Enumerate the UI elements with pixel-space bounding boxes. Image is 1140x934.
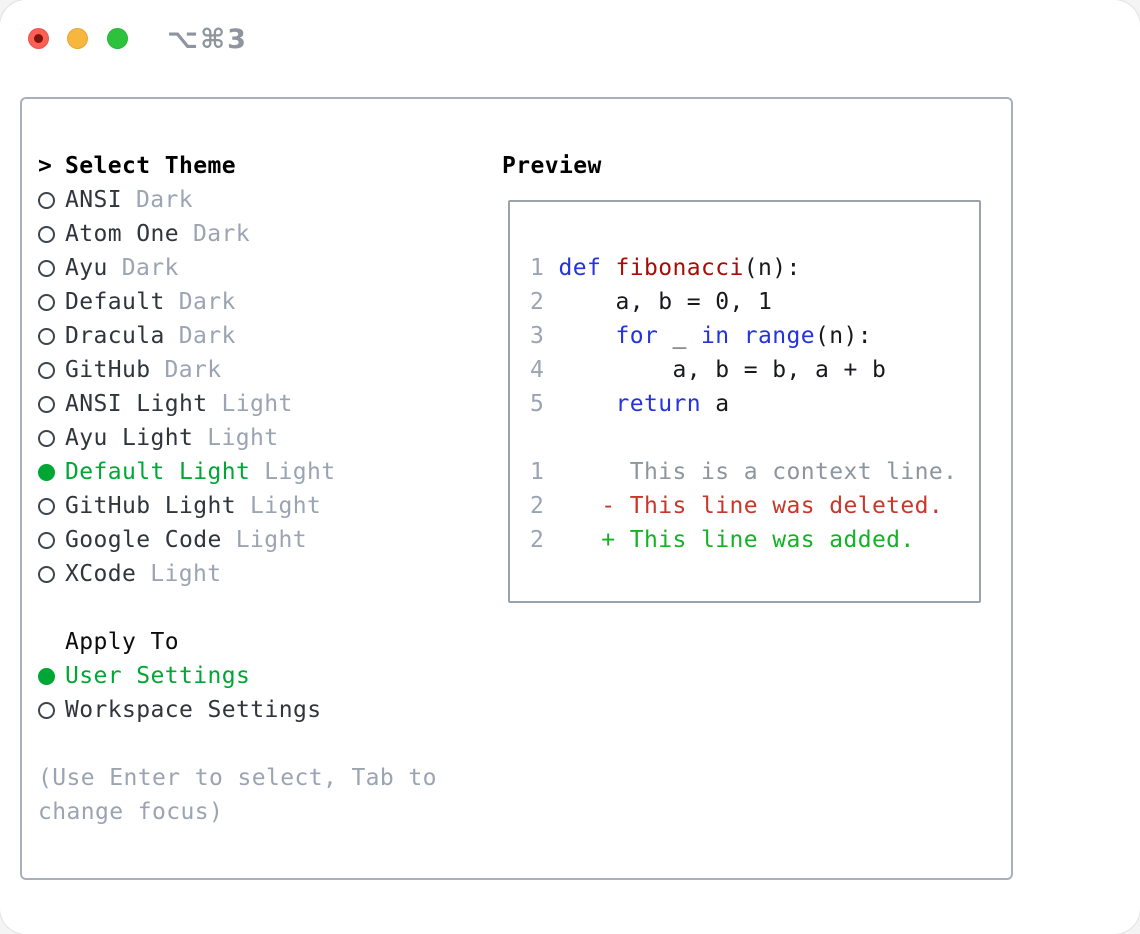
radio-icon [38, 667, 55, 685]
theme-option-default[interactable]: Default Dark [38, 285, 450, 319]
theme-option-label: Default [65, 289, 165, 315]
radio-icon [38, 565, 55, 583]
apply-to-option-label: Workspace Settings [65, 697, 322, 723]
theme-option-label: ANSI Light [65, 391, 208, 417]
theme-picker-panel: > Select Theme ANSI Dark Atom One Dark A… [20, 97, 1013, 880]
apply-to-option-workspace-settings[interactable]: Workspace Settings [38, 693, 450, 727]
code-line: 1 def fibonacci(n): [530, 255, 801, 281]
theme-option-label: GitHub [65, 357, 151, 383]
radio-icon [38, 361, 55, 379]
theme-list: ANSI Dark Atom One Dark Ayu Dark Default… [38, 183, 450, 591]
line-number: 3 [530, 323, 545, 349]
code-line: 2 a, b = 0, 1 [530, 289, 773, 315]
unsaved-dot-icon [34, 34, 43, 43]
apply-to-header: Apply To [38, 625, 450, 659]
theme-option-label: XCode [65, 561, 137, 587]
theme-option-ayu-light[interactable]: Ayu Light Light [38, 421, 450, 455]
theme-option-dracula[interactable]: Dracula Dark [38, 319, 450, 353]
line-number: 4 [530, 357, 545, 383]
code-line: 1 This is a context line. [530, 459, 958, 485]
select-theme-header: > Select Theme [38, 149, 450, 183]
code-line [530, 421, 979, 455]
theme-option-tag: Light [235, 527, 307, 553]
line-number: 2 [530, 289, 545, 315]
radio-icon [38, 225, 55, 243]
theme-option-tag: Light [249, 493, 322, 519]
theme-option-github-light[interactable]: GitHub Light Light [38, 489, 450, 523]
apply-to-title: Apply To [65, 629, 179, 655]
theme-option-tag: Dark [178, 289, 236, 315]
theme-option-ayu[interactable]: Ayu Dark [38, 251, 450, 285]
theme-option-label: Atom One [65, 221, 179, 247]
radio-icon [38, 293, 55, 311]
theme-option-label: Ayu [65, 255, 108, 281]
radio-icon [38, 429, 55, 447]
code-line: 4 a, b = b, a + b [530, 357, 887, 383]
theme-option-tag: Light [150, 561, 222, 587]
line-number: 2 [530, 493, 545, 519]
radio-icon [38, 395, 55, 413]
minimize-button[interactable] [67, 28, 88, 49]
theme-option-github[interactable]: GitHub Dark [38, 353, 450, 387]
select-theme-title: Select Theme [65, 153, 236, 179]
theme-option-tag: Dark [136, 187, 193, 213]
window-titlebar: ⌥⌘3 [0, 0, 1140, 78]
line-number: 1 [530, 255, 545, 281]
apply-to-section: Apply To User Settings Workspace Setting… [38, 625, 450, 727]
theme-option-default-light[interactable]: Default Light Light [38, 455, 450, 489]
theme-option-google-code[interactable]: Google Code Light [38, 523, 450, 557]
theme-option-label: ANSI [65, 187, 122, 213]
theme-option-tag: Dark [164, 357, 222, 383]
radio-icon [38, 531, 55, 549]
radio-icon [38, 191, 55, 209]
code-line: 2 - This line was deleted. [530, 493, 944, 519]
theme-option-label: Dracula [65, 323, 165, 349]
window-title: ⌥⌘3 [167, 24, 248, 55]
preview-title: Preview [502, 153, 602, 179]
theme-option-tag: Dark [121, 255, 179, 281]
theme-option-ansi[interactable]: ANSI Dark [38, 183, 450, 217]
close-button[interactable] [28, 28, 49, 49]
theme-option-tag: Light [221, 391, 293, 417]
theme-option-label: Google Code [65, 527, 222, 553]
code-line: 3 for _ in range(n): [530, 323, 872, 349]
radio-icon [38, 701, 55, 719]
hint-text: (Use Enter to select, Tab to change focu… [38, 765, 437, 825]
preview-box: 1 def fibonacci(n): 2 a, b = 0, 1 3 for _ … [508, 200, 981, 603]
theme-list-section: > Select Theme ANSI Dark Atom One Dark A… [38, 149, 450, 591]
radio-icon [38, 259, 55, 277]
line-number: 1 [530, 459, 545, 485]
line-number: 2 [530, 527, 545, 553]
apply-to-list: User Settings Workspace Settings [38, 659, 450, 727]
radio-icon [38, 463, 55, 481]
theme-option-label: GitHub Light [65, 493, 236, 519]
code-line: 5 return a [530, 391, 730, 417]
code-preview: 1 def fibonacci(n): 2 a, b = 0, 1 3 for _ … [510, 202, 979, 557]
theme-option-tag: Light [264, 459, 336, 485]
apply-to-option-user-settings[interactable]: User Settings [38, 659, 450, 693]
radio-icon [38, 497, 55, 515]
theme-option-tag: Dark [178, 323, 236, 349]
theme-option-label: Ayu Light [65, 425, 194, 451]
radio-icon [38, 327, 55, 345]
theme-option-label: Default Light [65, 459, 251, 485]
theme-option-tag: Light [207, 425, 279, 451]
theme-option-tag: Dark [192, 221, 250, 247]
line-number: 5 [530, 391, 545, 417]
code-line: 2 + This line was added. [530, 527, 915, 553]
maximize-button[interactable] [107, 28, 128, 49]
apply-to-option-label: User Settings [65, 663, 251, 689]
theme-option-ansi-light[interactable]: ANSI Light Light [38, 387, 450, 421]
theme-option-atom-one[interactable]: Atom One Dark [38, 217, 450, 251]
theme-option-xcode[interactable]: XCode Light [38, 557, 450, 591]
cursor-icon: > [38, 153, 53, 179]
